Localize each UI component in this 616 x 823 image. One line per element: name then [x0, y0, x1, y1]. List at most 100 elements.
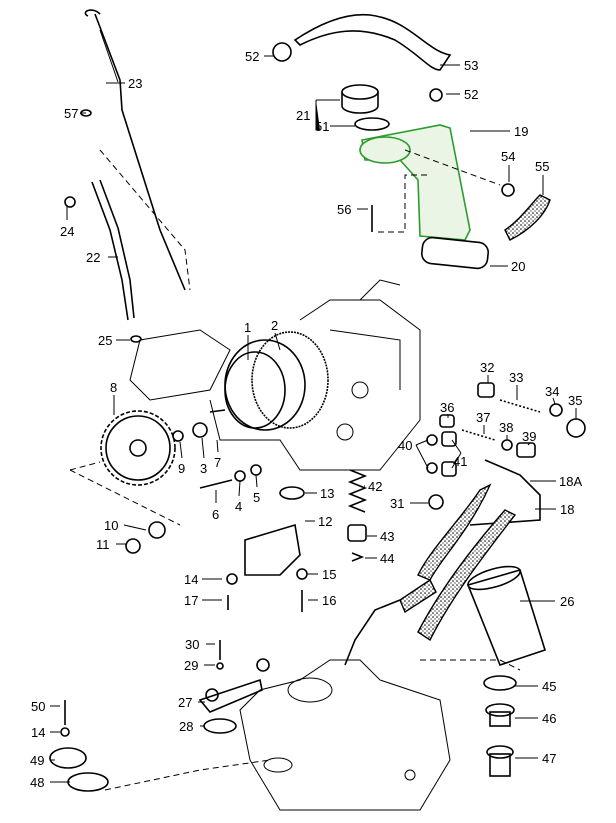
callout: 3 — [200, 461, 207, 476]
callout: 29 — [184, 658, 198, 673]
seal-13 — [279, 486, 305, 500]
callout: 30 — [185, 637, 199, 652]
callout: 42 — [368, 479, 382, 494]
crankcase — [239, 659, 451, 811]
callout: 6 — [212, 507, 219, 522]
callout: 25 — [98, 333, 112, 348]
washer-4 — [234, 470, 246, 482]
piston-43 — [347, 524, 367, 542]
oil-pump-pulley — [209, 331, 329, 431]
gasket-20 — [421, 236, 489, 270]
switch-47 — [486, 745, 514, 777]
hose-18b — [417, 509, 517, 642]
oil-filler-cap — [341, 84, 379, 114]
callout: 15 — [322, 567, 336, 582]
callout: 56 — [337, 202, 351, 217]
callout: 7 — [214, 455, 221, 470]
callout: 37 — [476, 410, 490, 425]
sender-46 — [485, 703, 515, 727]
callout: 1 — [244, 320, 251, 335]
callout: 39 — [522, 429, 536, 444]
callout: 54 — [501, 149, 515, 164]
washer-14b — [60, 727, 70, 737]
piston-36 — [439, 414, 455, 428]
seal-51 — [354, 117, 390, 131]
washer-29 — [216, 662, 224, 670]
nut-11 — [125, 538, 141, 554]
hose-55 — [504, 194, 551, 241]
callout: 52 — [245, 49, 259, 64]
seal-45 — [483, 675, 517, 691]
gasket-28 — [203, 718, 237, 734]
spring-33 — [499, 399, 541, 413]
bolt-6 — [199, 479, 233, 489]
callout: 10 — [104, 518, 118, 533]
engine-block — [129, 279, 421, 471]
oil-filter — [466, 565, 546, 666]
callout: 49 — [30, 753, 44, 768]
oil-line-18a — [469, 459, 541, 526]
callout: 52 — [464, 87, 478, 102]
gasket-48 — [67, 772, 109, 792]
dipstick-tube — [64, 149, 191, 321]
seal-38 — [501, 439, 513, 451]
spring-44 — [351, 552, 365, 562]
cover-49 — [49, 747, 87, 769]
callout: 31 — [390, 496, 404, 511]
callout: 50 — [31, 699, 45, 714]
callout: 34 — [545, 384, 559, 399]
callout: 26 — [560, 594, 574, 609]
callout: 19 — [514, 124, 528, 139]
callout: 23 — [128, 76, 142, 91]
oil-filler-housing — [359, 124, 471, 241]
callout: 41 — [453, 454, 467, 469]
o-ring-25 — [130, 335, 142, 343]
callout-labels: 23 57 24 22 25 52 53 21 51 52 19 54 55 5… — [30, 49, 582, 790]
callout: 43 — [380, 529, 394, 544]
callout: 38 — [499, 420, 513, 435]
callout: 47 — [542, 751, 556, 766]
leader-lines — [50, 55, 577, 783]
callout: 17 — [184, 593, 198, 608]
dipstick — [84, 9, 186, 291]
callout: 13 — [320, 486, 334, 501]
oil-pump — [244, 523, 301, 576]
callout: 5 — [253, 490, 260, 505]
callout: 8 — [110, 380, 117, 395]
breather-hose — [293, 13, 452, 71]
callout: 14 — [184, 572, 198, 587]
callout: 2 — [271, 318, 278, 333]
sprocket — [100, 410, 176, 486]
callout: 16 — [322, 593, 336, 608]
callout: 35 — [568, 393, 582, 408]
callout: 27 — [178, 695, 192, 710]
washer-10 — [148, 521, 166, 539]
callout: 11 — [96, 537, 110, 552]
plug-39 — [516, 442, 536, 458]
callout: 53 — [464, 58, 478, 73]
spring-37 — [461, 429, 496, 441]
washer-9 — [172, 430, 184, 442]
callout: 18 — [560, 502, 574, 517]
callout: 36 — [440, 400, 454, 415]
callout: 48 — [30, 775, 44, 790]
callout: 33 — [509, 370, 523, 385]
callout: 46 — [542, 711, 556, 726]
hose-clamp-54 — [501, 183, 515, 197]
callout: 14 — [31, 725, 45, 740]
callout: 4 — [235, 499, 242, 514]
callout: 9 — [178, 461, 185, 476]
spring-42 — [347, 469, 368, 513]
callout: 51 — [315, 119, 329, 134]
callout: 32 — [480, 360, 494, 375]
suction-pipe-27 — [198, 678, 263, 713]
plug-35 — [566, 418, 586, 438]
callout: 22 — [86, 250, 100, 265]
hose-clamp-52 — [272, 42, 292, 62]
hose-clamp-52b — [429, 88, 443, 102]
callout: 18A — [559, 474, 582, 489]
piston-32 — [477, 382, 495, 398]
plug-31 — [428, 494, 444, 510]
